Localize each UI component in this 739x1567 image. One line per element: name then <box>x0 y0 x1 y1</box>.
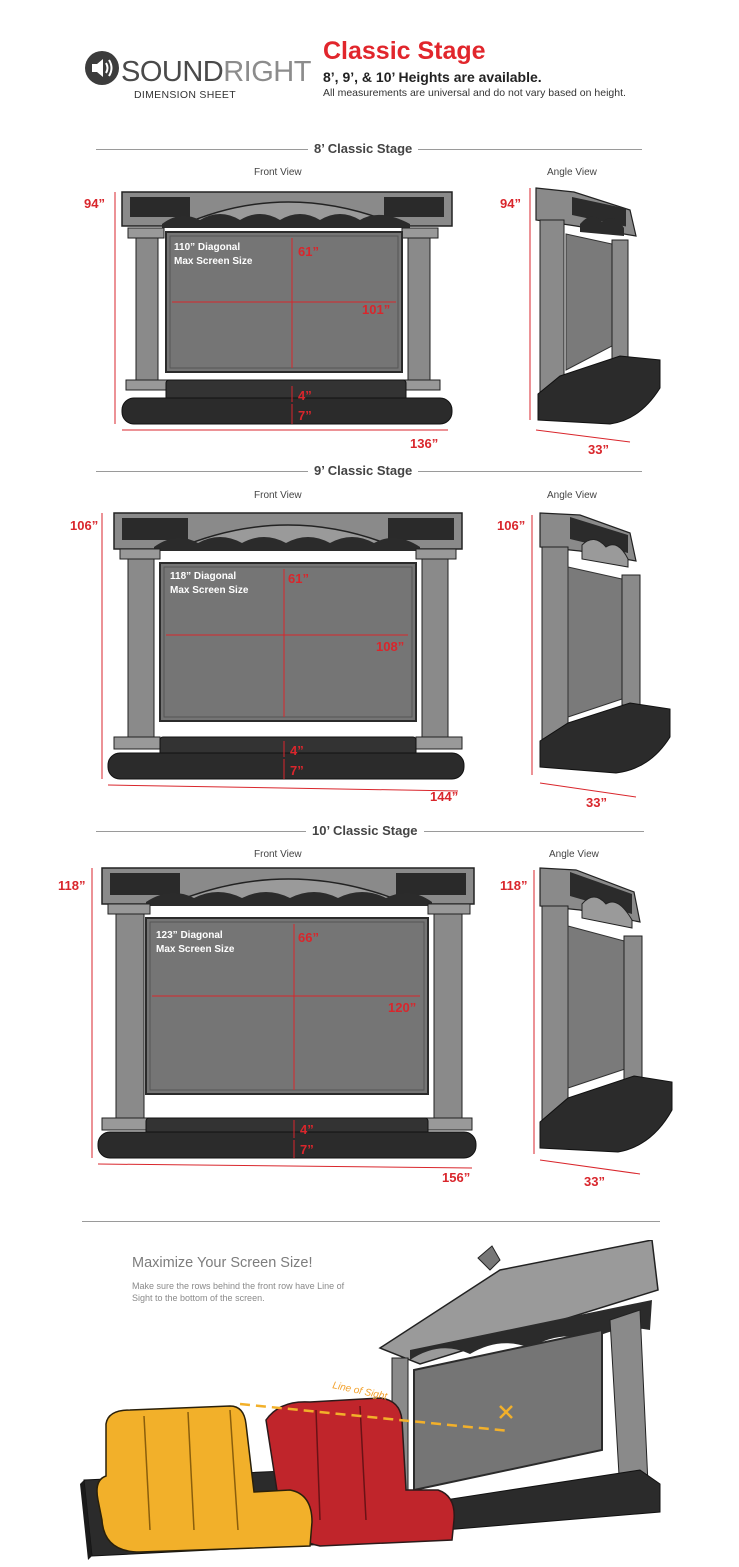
angle-view-label-9ft: Angle View <box>547 490 597 501</box>
depth-8ft: 33” <box>588 442 609 455</box>
page-title: Classic Stage <box>323 37 486 65</box>
maximize-body: Make sure the rows behind the front row … <box>132 1281 345 1303</box>
screen-width-9ft: 108” <box>376 639 404 654</box>
base-height-9ft: 7” <box>290 763 304 778</box>
front-view-diagram-8ft: 110” Diagonal Max Screen Size 61” 101” 4… <box>114 191 453 451</box>
total-width-8ft: 136” <box>410 436 438 451</box>
heights-line: 8’, 9’, & 10’ Heights are available. <box>323 69 542 85</box>
speaker-icon <box>85 51 119 85</box>
angle-view-label-8ft: Angle View <box>547 167 597 178</box>
step-height-8ft: 4” <box>298 388 312 403</box>
brand-sound: SOUND <box>121 56 224 88</box>
screen-diagonal-8ft: 110” Diagonal <box>174 242 240 253</box>
angle-height-9ft: 106” <box>497 518 526 533</box>
front-view-diagram-10ft: 123” Diagonal Max Screen Size 66” 120” 4… <box>91 867 477 1185</box>
front-view-label-8ft: Front View <box>254 167 302 178</box>
screen-caption-10ft: Max Screen Size <box>156 944 235 955</box>
angle-height-8ft: 94” <box>500 196 521 211</box>
brand-logo-text: SOUNDRIGHT <box>121 56 311 89</box>
base-height-8ft: 7” <box>298 408 312 423</box>
base-height-10ft: 7” <box>300 1142 314 1157</box>
step-height-9ft: 4” <box>290 743 304 758</box>
depth-9ft: 33” <box>586 795 607 810</box>
depth-10ft: 33” <box>584 1174 605 1189</box>
step-height-10ft: 4” <box>300 1122 314 1137</box>
angle-view-label-10ft: Angle View <box>549 849 599 860</box>
screen-height-8ft: 61” <box>298 244 319 259</box>
front-view-label-9ft: Front View <box>254 490 302 501</box>
screen-diagonal-9ft: 118” Diagonal <box>170 571 236 582</box>
screen-diagonal-10ft: 123” Diagonal <box>156 930 223 941</box>
line-of-sight-illustration: Line of Sight <box>80 1240 661 1560</box>
total-width-9ft: 144” <box>430 789 458 804</box>
total-height-8ft: 94” <box>84 196 105 211</box>
maximize-title: Maximize Your Screen Size! <box>132 1255 313 1271</box>
screen-width-8ft: 101” <box>362 302 390 317</box>
total-height-10ft: 118” <box>58 878 86 893</box>
angle-view-diagram-10ft: 33” <box>533 867 673 1189</box>
total-height-9ft: 106” <box>70 518 99 533</box>
section-title-10ft: 10’ Classic Stage <box>306 823 424 838</box>
brand-right: RIGHT <box>223 56 311 88</box>
angle-view-diagram-9ft: 33” <box>531 512 671 810</box>
screen-caption-8ft: Max Screen Size <box>174 256 253 267</box>
note-line: All measurements are universal and do no… <box>323 87 626 99</box>
screen-height-10ft: 66” <box>298 930 319 945</box>
screen-height-9ft: 61” <box>288 571 309 586</box>
section-title-9ft: 9’ Classic Stage <box>308 463 419 478</box>
total-width-10ft: 156” <box>442 1170 470 1185</box>
section-title-8ft: 8’ Classic Stage <box>308 141 419 156</box>
screen-width-10ft: 120” <box>388 1000 416 1015</box>
dimension-sheet-label: DIMENSION SHEET <box>134 89 236 101</box>
angle-view-diagram-8ft: 33” <box>529 187 661 455</box>
screen-caption-9ft: Max Screen Size <box>170 585 249 596</box>
front-view-label-10ft: Front View <box>254 849 302 860</box>
angle-height-10ft: 118” <box>500 878 528 893</box>
bottom-rule <box>82 1221 660 1222</box>
front-view-diagram-9ft: 118” Diagonal Max Screen Size 61” 108” 4… <box>101 512 465 804</box>
